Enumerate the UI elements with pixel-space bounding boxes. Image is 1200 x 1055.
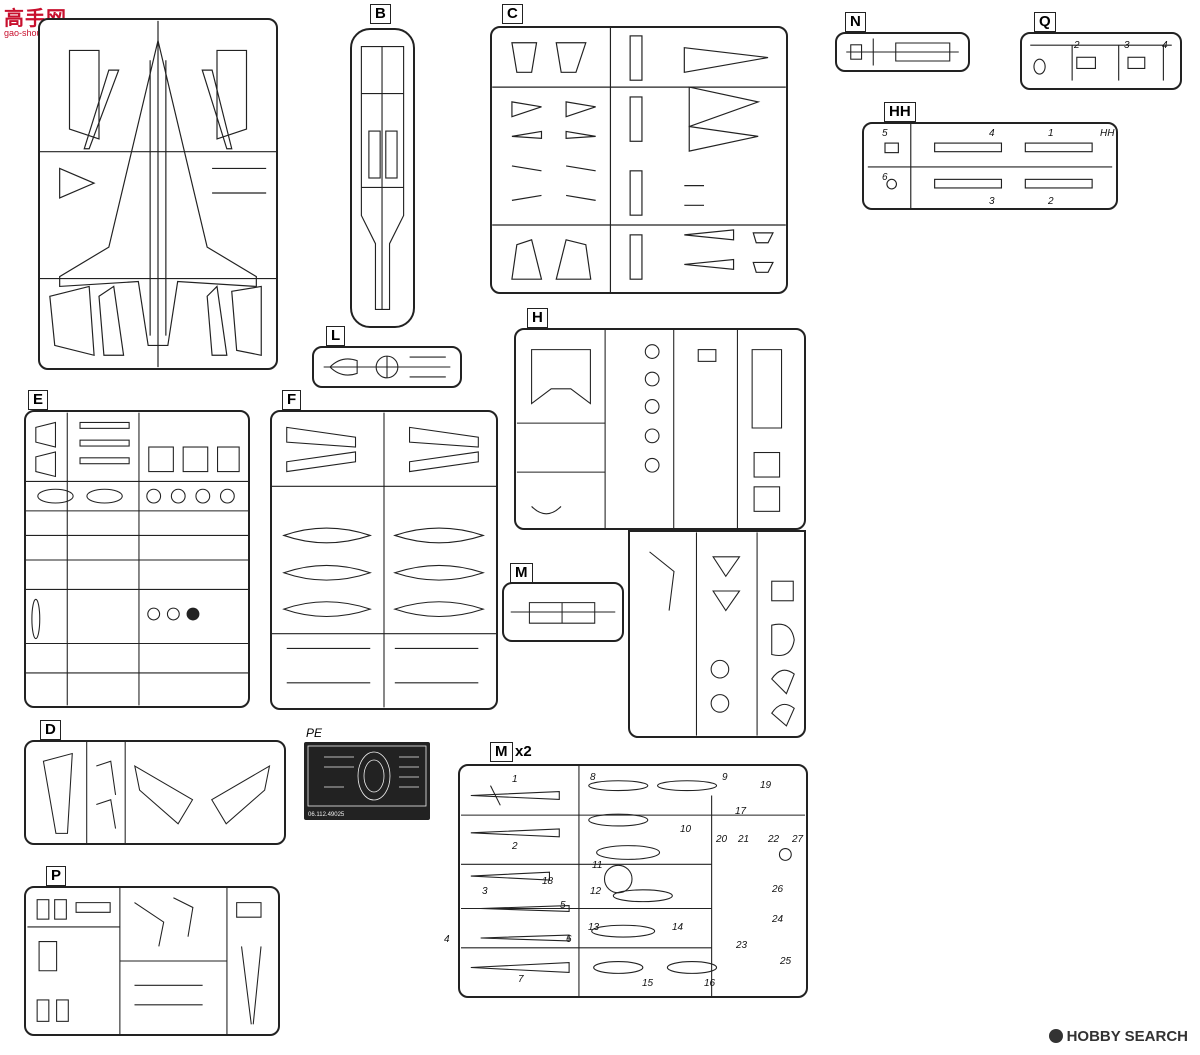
hobby-search-watermark: HOBBY SEARCH [1048, 1028, 1188, 1045]
sprue-d [24, 740, 286, 845]
sprue-drawing [40, 20, 276, 368]
sprue-e [24, 410, 250, 708]
weapon-number: 9 [722, 772, 728, 783]
sprue-f-drawing [272, 412, 496, 708]
sprue-label-e: E [28, 390, 49, 410]
sprue-c-drawing [492, 28, 786, 292]
sprue-q-drawing [1030, 44, 1172, 81]
weapon-number: 5 [560, 900, 566, 911]
weapon-number: 22 [768, 834, 780, 845]
sprue-weapons: 1 2 3 4 5 6 7 8 9 10 11 12 13 14 15 16 1… [444, 764, 808, 998]
sprue-label-l: L [326, 326, 346, 346]
sprue-label-f: F [282, 390, 302, 410]
hh-number: 2 [1048, 196, 1054, 207]
weapon-number: 25 [780, 956, 792, 967]
logo-icon [1048, 1029, 1063, 1043]
weapon-number: 2 [512, 841, 518, 852]
pe-drawing [307, 745, 427, 807]
weapon-number: 6 [566, 934, 572, 945]
sprue-l [312, 346, 462, 388]
weapon-number: 1 [512, 774, 518, 785]
weapon-number: 18 [542, 876, 554, 887]
weapon-number: 19 [760, 780, 772, 791]
sprue-hh: 5 4 1 HH 6 3 2 [862, 122, 1118, 210]
sprue-n [835, 32, 970, 72]
weapon-number: 27 [792, 834, 804, 845]
pe-code: 06.112.49025 [308, 812, 345, 818]
sprue-label-q: Q [1034, 12, 1056, 32]
weapon-number: 15 [642, 978, 654, 989]
sprue-h-drawing [516, 330, 783, 528]
sprue-h-lower [628, 530, 806, 738]
sprue-label-m: M [510, 563, 533, 583]
watermark-text: HOBBY SEARCH [1066, 1028, 1188, 1045]
sprue-label-h: H [527, 308, 548, 328]
sprue-label-c: C [502, 4, 523, 24]
sprue-label-p: P [46, 866, 67, 886]
sprue-m [502, 582, 624, 642]
sprue-b [350, 28, 415, 328]
weapon-number: 11 [592, 860, 603, 871]
sprue-label-b: B [370, 4, 391, 24]
weapon-number: 4 [444, 934, 450, 945]
sprue-label-hh: HH [884, 102, 916, 122]
watermark-sub: gao-shou.com [4, 28, 62, 38]
sprue-multiplier: x2 [515, 743, 532, 760]
sprue-label-n: N [845, 12, 866, 32]
weapon-number: 14 [672, 922, 684, 933]
hh-number: 1 [1048, 128, 1054, 139]
hh-number: 4 [989, 128, 995, 139]
sprue-l-drawing [323, 355, 451, 379]
sprue-p [24, 886, 280, 1036]
sprue-h [514, 328, 806, 530]
hh-number: 6 [882, 172, 888, 183]
weapon-number: 13 [588, 922, 600, 933]
weapon-number: 26 [772, 884, 784, 895]
sprue-d-drawing [42, 742, 271, 843]
pe-label: PE [306, 726, 323, 740]
sprue-e-drawing [26, 412, 248, 706]
q-number: 3 [1124, 40, 1130, 51]
q-number: 4 [1162, 40, 1168, 51]
weapon-number: 12 [590, 886, 602, 897]
sprue-weapons-drawing [460, 766, 806, 996]
sprue-label-m2: M [490, 742, 513, 762]
sprue-hh-drawing [867, 124, 1113, 208]
weapon-number: 17 [735, 806, 747, 817]
sprue-p-drawing [27, 888, 262, 1034]
weapon-number: 21 [738, 834, 750, 845]
sprue-fuselage-top [38, 18, 278, 370]
hh-number: 5 [882, 128, 888, 139]
sprue-c [490, 26, 788, 294]
hh-number: 3 [989, 196, 995, 207]
weapon-number: 16 [704, 978, 716, 989]
weapon-number: 7 [518, 974, 524, 985]
weapon-number: 23 [736, 940, 748, 951]
sprue-b-drawing [360, 46, 405, 310]
sprue-n-drawing [846, 38, 959, 66]
photo-etch-fret: 06.112.49025 [304, 742, 430, 820]
sprue-f [270, 410, 498, 710]
sprue-m-drawing [510, 602, 616, 624]
weapon-number: 3 [482, 886, 488, 897]
hh-number: HH [1100, 128, 1115, 139]
q-number: 2 [1074, 40, 1080, 51]
weapon-number: 8 [590, 772, 596, 783]
weapon-number: 20 [716, 834, 728, 845]
weapon-number: 24 [772, 914, 784, 925]
sprue-h-lower-drawing [649, 532, 795, 736]
weapon-number: 10 [680, 824, 692, 835]
sprue-label-d: D [40, 720, 61, 740]
sprue-q: 2 3 4 [1020, 32, 1182, 90]
